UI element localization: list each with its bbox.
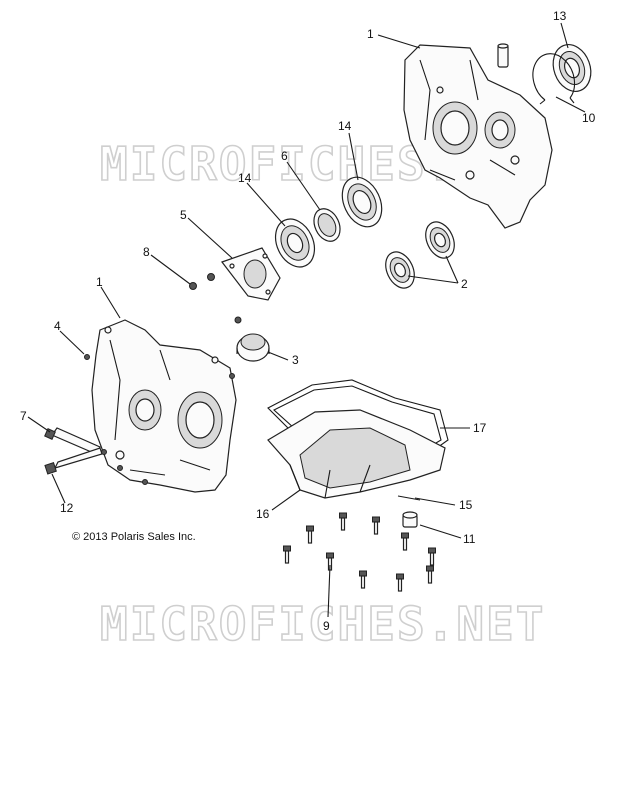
- crankcase-left-half: [91, 319, 237, 493]
- watermark-bottom: MICROFICHES.NET: [100, 597, 545, 651]
- callout-2: 2: [461, 277, 468, 291]
- snap-ring-10: [532, 53, 576, 105]
- oil-seal-13: [552, 44, 592, 92]
- callout-5: 5: [180, 208, 187, 222]
- callout-8: 8: [143, 245, 150, 259]
- bearing-2-lower: [385, 251, 415, 289]
- collar-6: [313, 208, 341, 242]
- callout-14-right: 14: [338, 119, 352, 133]
- small-plug: [234, 316, 242, 324]
- callout-14-left: 14: [238, 171, 252, 185]
- oil-pan-bolts-9: [283, 512, 436, 592]
- bolt-12: [44, 447, 103, 475]
- callout-7: 7: [20, 409, 27, 423]
- callout-1-upper: 1: [367, 27, 374, 41]
- bushing-3: [236, 333, 270, 362]
- callout-6: 6: [281, 149, 288, 163]
- crankcase-right-half: [403, 43, 553, 229]
- callout-10: 10: [582, 111, 596, 125]
- bearing-14-right: [341, 176, 383, 228]
- drain-plug-11: [402, 511, 418, 528]
- gasket-plate-5: [221, 247, 281, 301]
- crankcase-screws: [101, 373, 235, 485]
- callout-4: 4: [54, 319, 61, 333]
- bolt-4: [84, 354, 90, 360]
- callout-13: 13: [553, 9, 567, 23]
- callout-12: 12: [60, 501, 74, 515]
- leader-lines: [27, 22, 586, 618]
- bearing-14-left: [274, 218, 316, 268]
- callout-17: 17: [473, 421, 487, 435]
- callout-16: 16: [256, 507, 270, 521]
- bearing-2-upper: [425, 221, 455, 259]
- copyright-text: © 2013 Polaris Sales Inc.: [72, 531, 196, 543]
- callout-3: 3: [292, 353, 299, 367]
- oil-pan-16: [267, 409, 446, 499]
- callout-1-lower: 1: [96, 275, 103, 289]
- pin-15: [397, 495, 421, 501]
- callout-9: 9: [323, 619, 330, 633]
- callout-11: 11: [463, 532, 476, 546]
- screws-8: [189, 273, 215, 290]
- bolt-7: [44, 427, 101, 455]
- callout-15: 15: [459, 498, 473, 512]
